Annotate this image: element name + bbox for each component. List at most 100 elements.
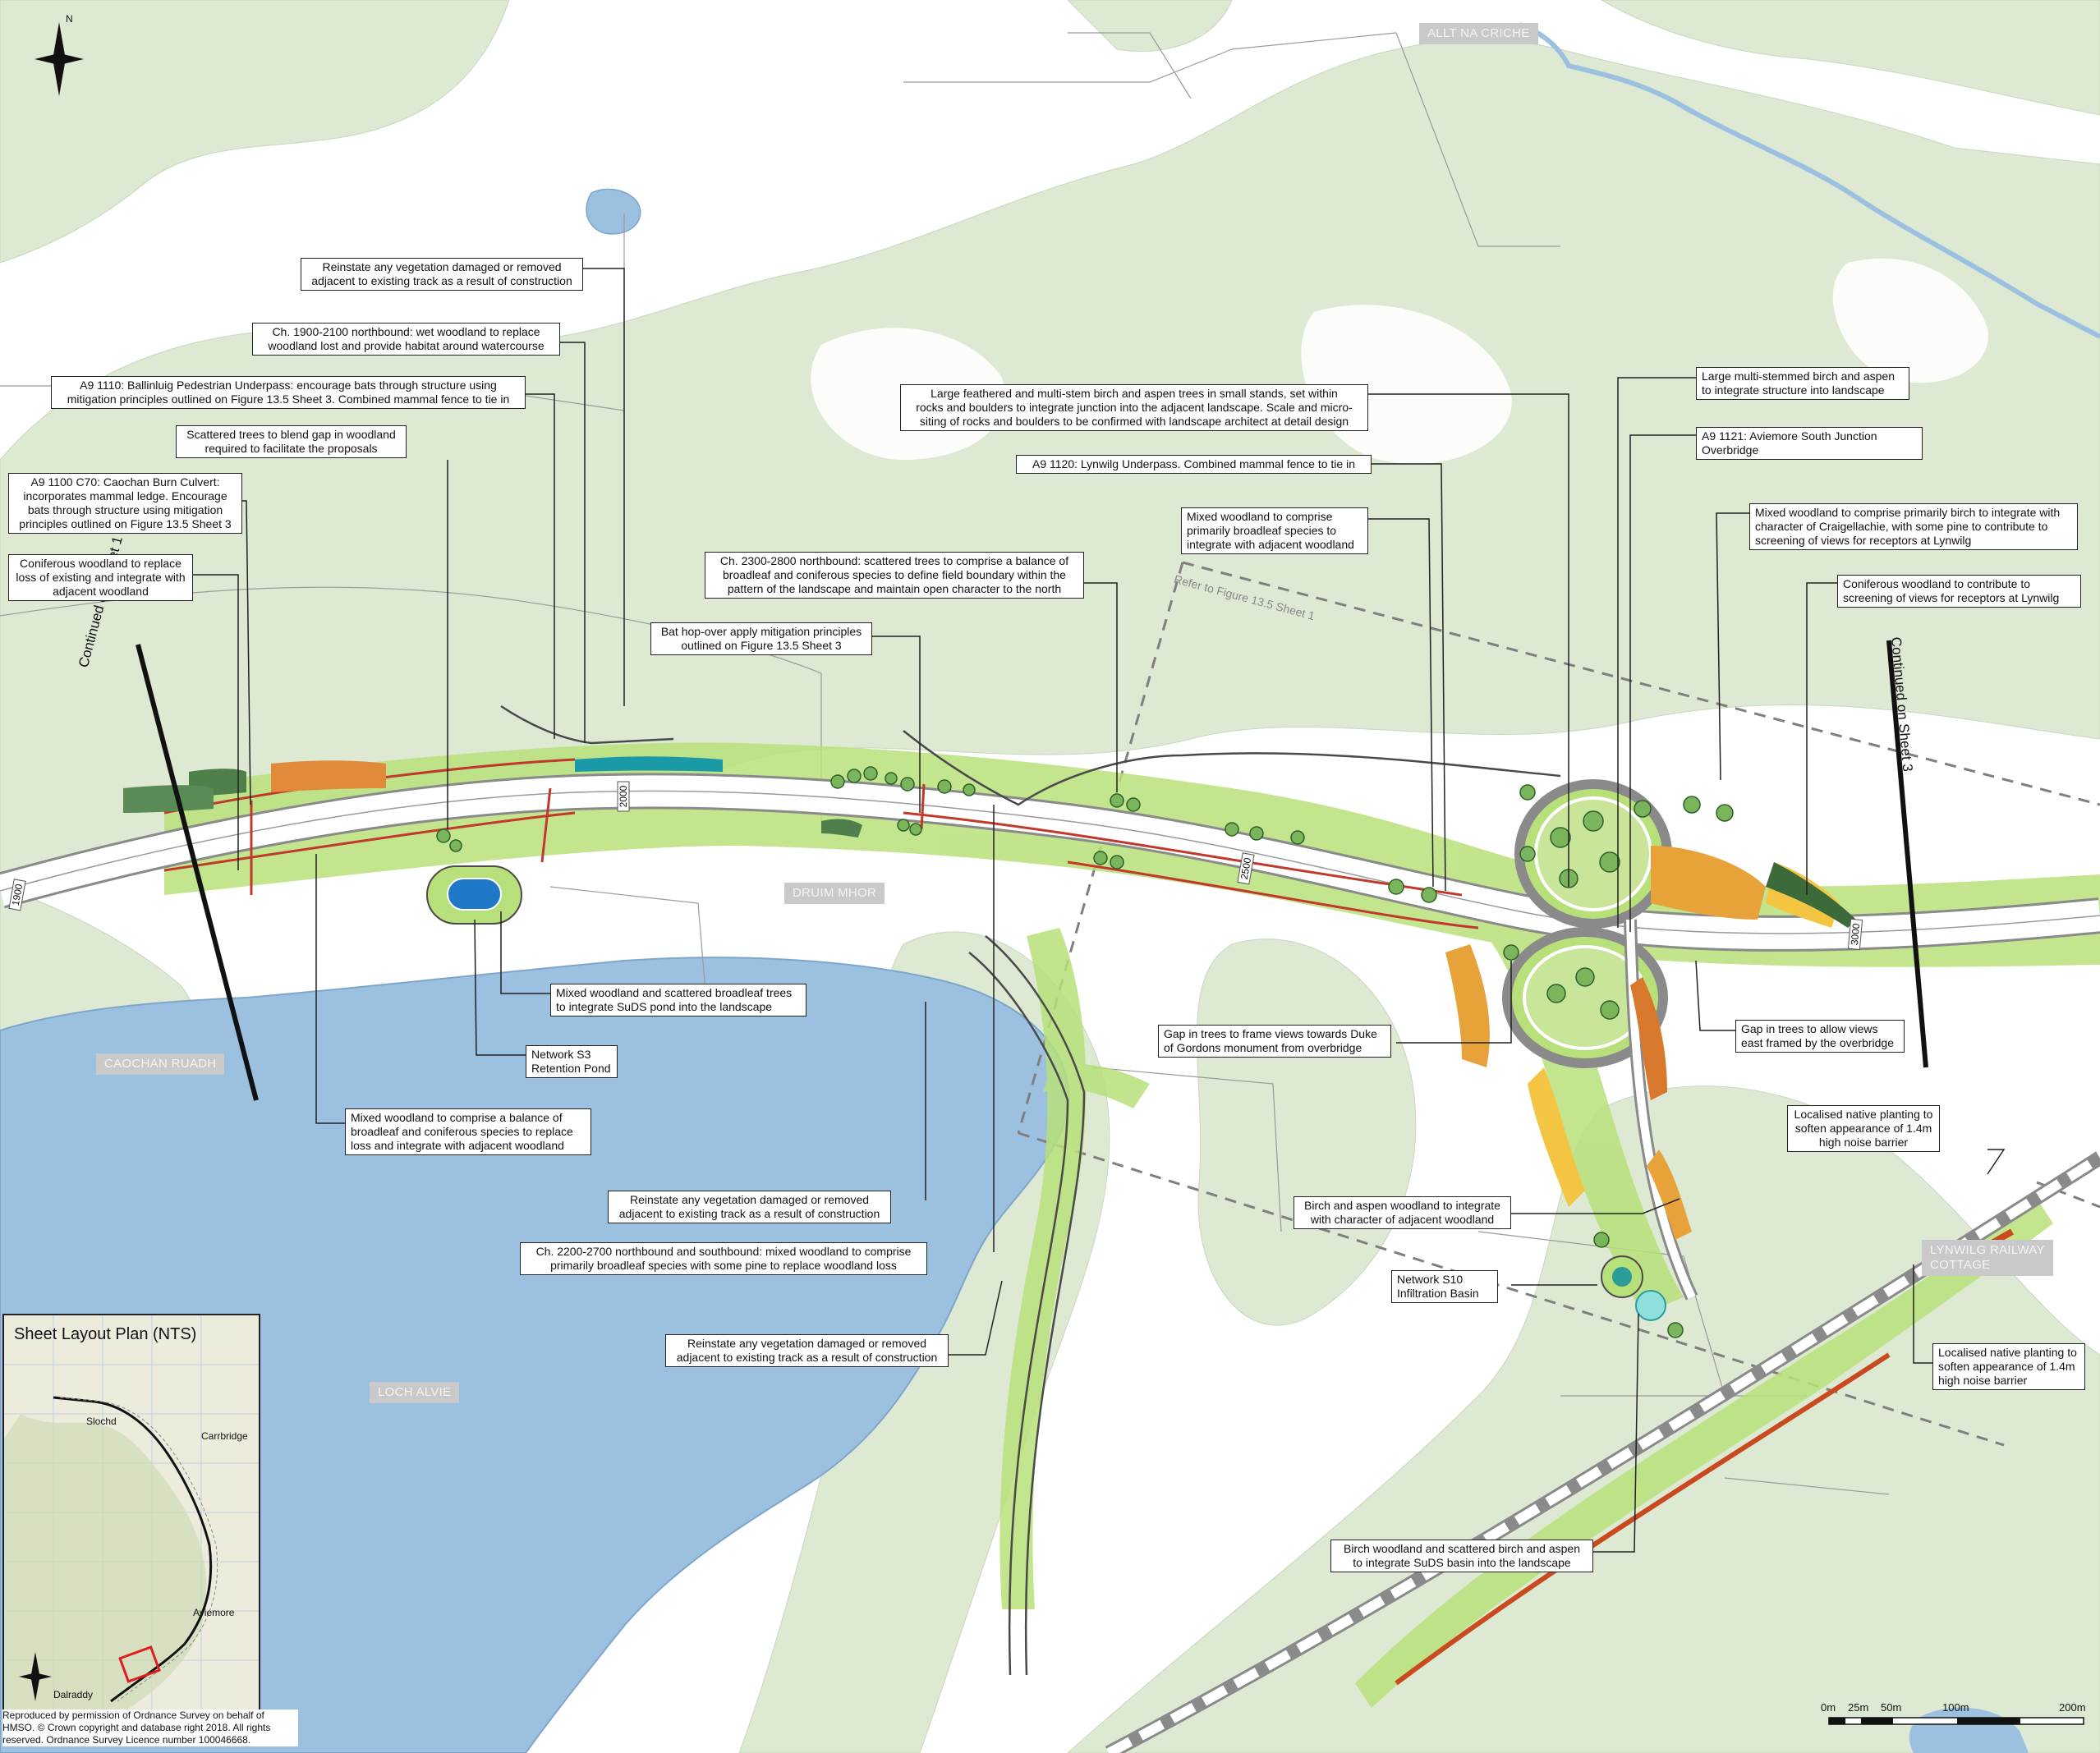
callout-line: Retention Pond: [531, 1062, 611, 1075]
callout-line: Mixed woodland to comprise primarily bir…: [1755, 506, 2061, 519]
callout-line: outlined on Figure 13.5 Sheet 3: [681, 639, 842, 652]
callout-reinstate-low: Reinstate any vegetation damaged or remo…: [665, 1334, 949, 1367]
local-tracks: [500, 704, 1561, 1676]
callout-reinstate-top: Reinstate any vegetation damaged or remo…: [301, 258, 583, 291]
place-lynwilg-line-2: COTTAGE: [1930, 1258, 1991, 1272]
callout-line: pattern of the landscape and maintain op…: [727, 582, 1062, 595]
callout-line: high noise barrier: [1938, 1374, 2028, 1387]
callout-line: primarily broadleaf species to: [1187, 524, 1337, 537]
chainage-2500: 2500: [1238, 856, 1253, 880]
callout-line: to integrate SuDS pond into the landscap…: [556, 1000, 773, 1013]
scale-bar: 0m 25m 50m 100m 200m: [1819, 1700, 2090, 1749]
scale-bar-graphic: [1828, 1717, 2084, 1725]
callout-mixed-birch: Mixed woodland to comprise primarily bir…: [1749, 503, 2078, 550]
callout-a9-1100: A9 1100 C70: Caochan Burn Culvert: incor…: [8, 473, 242, 534]
callout-line: Large multi-stemmed birch and aspen: [1702, 369, 1896, 383]
callout-line: broadleaf and coniferous species to repl…: [351, 1125, 573, 1138]
callout-line: character of Craigellachie, with some pi…: [1755, 520, 2048, 533]
callout-line: Reinstate any vegetation damaged or remo…: [322, 260, 562, 273]
callout-coniferous-left: Coniferous woodland to replace loss of e…: [8, 554, 193, 601]
callout-line: A9 1121: Aviemore South Junction Overbri…: [1702, 429, 1877, 457]
callout-line: Reinstate any vegetation damaged or remo…: [687, 1337, 927, 1350]
place-lynwilg-railway-cottage: LYNWILG RAILWAY COTTAGE: [1922, 1240, 2053, 1276]
callout-line: Birch woodland and scattered birch and a…: [1344, 1542, 1580, 1555]
callout-line: mitigation principles outlined on Figure…: [67, 392, 510, 406]
callout-scattered-gap: Scattered trees to blend gap in woodland…: [176, 425, 407, 458]
inset-title: Sheet Layout Plan (NTS): [14, 1325, 197, 1343]
callout-line: Localised native planting to: [1938, 1346, 2077, 1359]
callout-line: Gap in trees to allow views: [1741, 1022, 1878, 1035]
callout-line: bats through structure using mitigation: [27, 503, 223, 516]
callout-ch-2300-2800: Ch. 2300-2800 northbound: scattered tree…: [705, 552, 1084, 599]
callout-network-s10: Network S10 Infiltration Basin: [1391, 1270, 1498, 1303]
callout-line: Mixed woodland to comprise: [1187, 510, 1333, 523]
chainage-markers: 1900 2000 2500 3000: [8, 781, 1863, 950]
scale-label-100: 100m: [1942, 1701, 1969, 1714]
callout-line: Gap in trees to frame views towards Duke: [1164, 1027, 1377, 1040]
north-label: N: [66, 13, 73, 25]
chainage-1900: 1900: [10, 883, 25, 906]
callout-line: adjacent to existing track as a result o…: [311, 274, 572, 287]
callout-line: adjacent woodland: [53, 585, 149, 598]
callout-line: soften appearance of 1.4m: [1938, 1360, 2075, 1373]
callout-line: Large feathered and multi-stem birch and…: [931, 387, 1338, 400]
place-caochan-ruadh: CAOCHAN RUADH: [96, 1053, 225, 1075]
callout-line: rocks and boulders to integrate junction…: [916, 401, 1353, 414]
callout-reinstate-mid: Reinstate any vegetation damaged or remo…: [608, 1191, 891, 1223]
callout-birch-aspen: Birch and aspen woodland to integrate wi…: [1294, 1196, 1511, 1229]
callout-a9-1121: A9 1121: Aviemore South Junction Overbri…: [1696, 427, 1923, 460]
callout-line: Network S3: [531, 1048, 591, 1061]
callout-network-s3: Network S3 Retention Pond: [526, 1045, 618, 1078]
callout-line: A9 1100 C70: Caochan Burn Culvert:: [30, 475, 220, 489]
inset-town-slochd: Slochd: [86, 1416, 117, 1427]
callout-coniferous-right: Coniferous woodland to contribute to scr…: [1837, 575, 2081, 608]
callout-line: Mixed woodland and scattered broadleaf t…: [556, 986, 793, 999]
scale-label-200: 200m: [2059, 1701, 2086, 1714]
callout-line: Ch. 2300-2800 northbound: scattered tree…: [719, 554, 1069, 567]
callout-leaders: [193, 268, 2006, 1553]
small-lochan: [586, 188, 641, 235]
callout-line: loss of existing and integrate with: [16, 571, 186, 584]
north-arrow: N: [34, 13, 84, 96]
sheet-layout-plan-inset: Sheet Layout Plan (NTS) Slochd Carrbridg…: [2, 1314, 260, 1711]
callout-line: A9 1110: Ballinluig Pedestrian Underpass…: [80, 379, 497, 392]
callout-ch-1900-2100: Ch. 1900-2100 northbound: wet woodland t…: [252, 323, 560, 356]
place-lynwilg-line-1: LYNWILG RAILWAY: [1930, 1243, 2045, 1257]
callout-large-multi-stemmed: Large multi-stemmed birch and aspen to i…: [1696, 367, 1909, 400]
callout-line: siting of rocks and boulders to be confi…: [919, 415, 1349, 428]
callout-line: primarily broadleaf species with some pi…: [550, 1259, 897, 1272]
chainage-3000: 3000: [1849, 923, 1862, 946]
callout-mixed-broadleaf: Mixed woodland to comprise primarily bro…: [1181, 507, 1368, 554]
callout-bat-hop-over: Bat hop-over apply mitigation principles…: [650, 622, 872, 655]
callout-large-feathered: Large feathered and multi-stem birch and…: [900, 384, 1368, 431]
scale-label-0: 0m: [1821, 1701, 1836, 1714]
callout-line: Scattered trees to blend gap in woodland: [186, 428, 396, 441]
callout-line: screening of views for receptors at Lynw…: [1755, 534, 1972, 547]
callout-line: adjacent to existing track as a result o…: [676, 1351, 938, 1364]
callout-localised-bottom: Localised native planting to soften appe…: [1932, 1343, 2085, 1390]
os-copyright-notice: Reproduced by permission of Ordnance Sur…: [2, 1709, 298, 1746]
callout-line: adjacent to existing track as a result o…: [618, 1207, 880, 1220]
callout-line: Reinstate any vegetation damaged or remo…: [629, 1193, 870, 1206]
callout-line: Localised native planting to: [1794, 1108, 1933, 1121]
callout-line: Coniferous woodland to replace: [20, 557, 182, 570]
inset-town-aviemore: Aviemore: [193, 1607, 235, 1618]
callout-line: Infiltration Basin: [1397, 1287, 1479, 1300]
callout-birch-suds: Birch woodland and scattered birch and a…: [1330, 1540, 1593, 1572]
callout-a9-1120: A9 1120: Lynwilg Underpass. Combined mam…: [1016, 455, 1372, 474]
callout-line: Network S10: [1397, 1273, 1464, 1286]
callout-line: incorporates mammal ledge. Encourage: [23, 489, 227, 502]
callout-ch-2200-2700: Ch. 2200-2700 northbound and southbound:…: [520, 1242, 927, 1275]
callout-line: Bat hop-over apply mitigation principles: [660, 625, 862, 638]
inset-town-carrbridge: Carrbridge: [201, 1430, 248, 1442]
inset-town-dalraddy: Dalraddy: [53, 1689, 94, 1700]
callout-line: of Gordons monument from overbridge: [1164, 1041, 1362, 1054]
callout-a9-1110: A9 1110: Ballinluig Pedestrian Underpass…: [51, 376, 526, 409]
place-druim-mhor: DRUIM MHOR: [784, 883, 885, 904]
callout-line: Coniferous woodland to contribute to: [1843, 577, 2031, 590]
callout-line: loss and integrate with adjacent woodlan…: [351, 1139, 564, 1152]
sheet-boundaries: [136, 640, 1928, 1101]
callout-mixed-suds: Mixed woodland and scattered broadleaf t…: [550, 984, 806, 1016]
a9-carriageway: [0, 773, 2100, 952]
callout-line: Ch. 1900-2100 northbound: wet woodland t…: [272, 325, 540, 338]
